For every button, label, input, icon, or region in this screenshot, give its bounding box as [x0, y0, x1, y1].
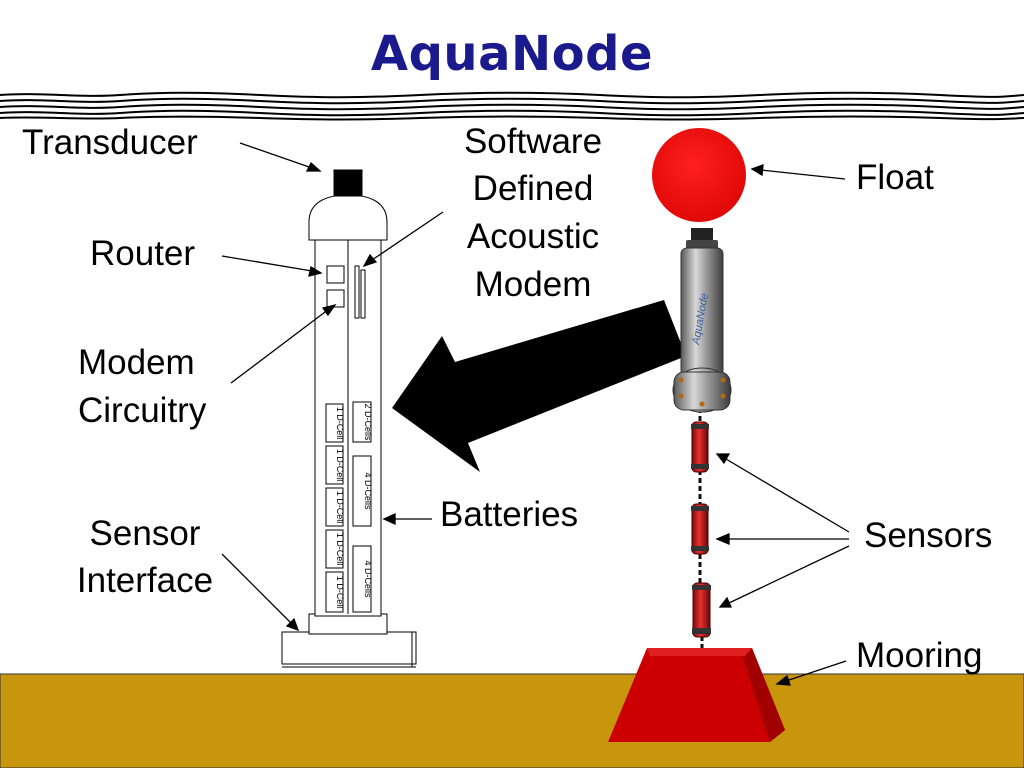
water-surface-lines: [0, 91, 1024, 121]
big-arrow: [392, 300, 686, 472]
sensor-1: [691, 421, 709, 473]
cell-left-5-label: 1 D-Cell: [335, 576, 345, 609]
sdam-board-2: [360, 269, 366, 319]
transducer-block: [333, 169, 363, 197]
label-sdam-line2: Defined: [472, 169, 594, 208]
cell-left-4-box: [325, 529, 344, 569]
router-box: [326, 265, 345, 284]
cell-right-3-box: [352, 545, 372, 613]
cell-right-2-label: 4 D-Cells: [363, 472, 373, 510]
label-router: Router: [90, 234, 196, 273]
cell-left-3-box: [325, 487, 344, 527]
modem-circuitry-box: [326, 289, 345, 308]
node-cutaway: [281, 169, 417, 668]
mooring-block: [608, 648, 785, 742]
cell-right-2-box: [352, 455, 372, 527]
cell-left-4-label: 1 D-Cell: [335, 533, 345, 566]
label-sdam-line4: Modem: [474, 265, 592, 304]
seafloor: [0, 673, 1024, 768]
label-float: Float: [856, 158, 934, 197]
label-sdam-line1: Software: [463, 122, 603, 161]
cell-right-1-label: 2 D-Cells: [363, 403, 373, 441]
cell-left-1-box: [325, 403, 344, 443]
cell-right-3-label: 4 D-Cells: [363, 560, 373, 598]
sensor-interface-base-top: [308, 613, 388, 635]
label-mooring: Mooring: [856, 636, 983, 675]
label-transducer: Transducer: [22, 123, 198, 162]
cell-left-5-box: [325, 571, 344, 613]
label-sensor-interface-line1: Sensor: [89, 514, 201, 553]
cell-left-1-label: 1 D-Cell: [335, 407, 345, 440]
label-sensor-interface-line2: Interface: [76, 561, 214, 600]
cell-left-3-label: 1 D-Cell: [335, 491, 345, 524]
label-sensors: Sensors: [864, 516, 993, 555]
float-ball: [652, 128, 746, 222]
cell-right-1-box: [352, 401, 372, 443]
node-housing: AquaNode: [672, 228, 732, 413]
sensor-interface-base-bottom: [281, 631, 417, 665]
sensor-2: [691, 503, 709, 555]
cell-left-2-label: 1 D-Cell: [335, 449, 345, 482]
sdam-board-1: [354, 265, 360, 319]
sensor-3: [692, 582, 711, 638]
label-modem-circuitry-line2: Circuitry: [78, 391, 207, 430]
pointer-lines: [221, 142, 850, 686]
slide-title: AquaNode: [370, 26, 654, 82]
label-batteries: Batteries: [440, 495, 579, 534]
node-cap: [308, 194, 388, 241]
label-modem-circuitry-line1: Modem: [78, 343, 195, 382]
label-sdam-line3: Acoustic: [466, 217, 600, 256]
cell-left-2-box: [325, 445, 344, 485]
